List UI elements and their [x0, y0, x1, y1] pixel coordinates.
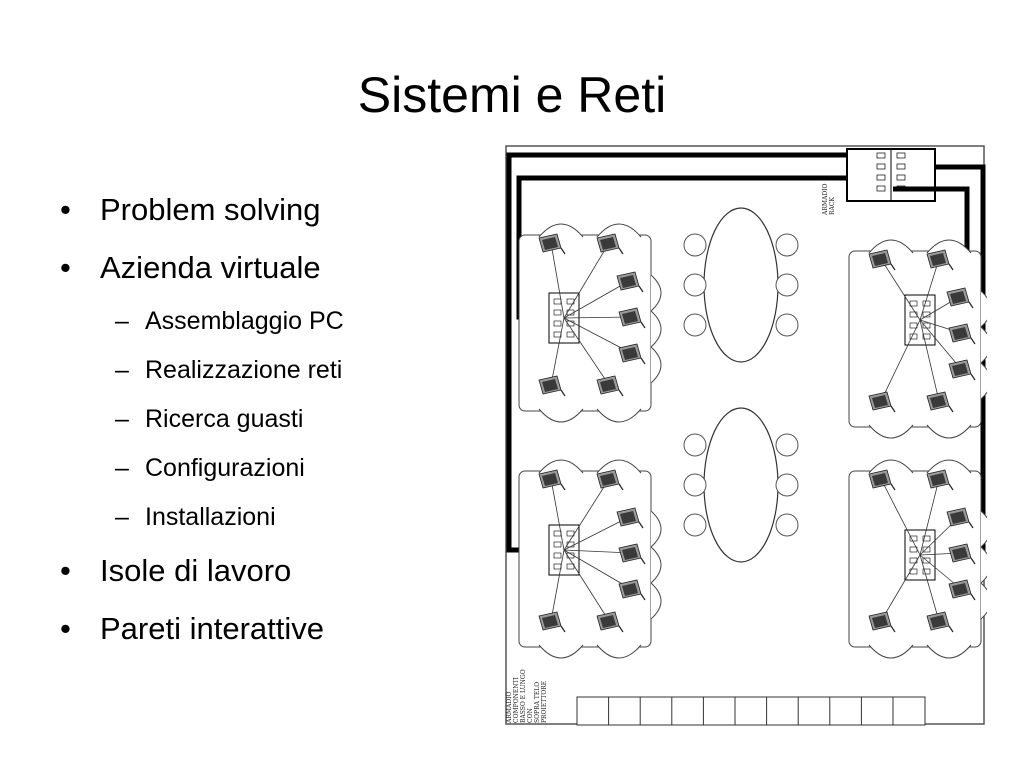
chair — [596, 644, 642, 659]
chair — [650, 346, 662, 384]
computer-icon — [538, 375, 566, 397]
cabinet-label: ARMADIO COMPONENTI BASSO E LUNGO CON SOP… — [506, 667, 548, 724]
chair — [538, 644, 584, 659]
computer-icon — [616, 507, 644, 529]
floorplan-drawing: ARMADIO RACK ARMADIO COMPONENTI BASSO E … — [505, 145, 987, 726]
chair — [980, 582, 987, 620]
chair — [538, 223, 584, 238]
rack-label: ARMADIO RACK — [822, 182, 836, 216]
computer-icon — [538, 611, 566, 633]
computer-icon — [618, 307, 646, 329]
computer-icon — [596, 469, 624, 491]
chair — [775, 313, 799, 337]
computer-icon — [618, 543, 646, 565]
chair — [868, 459, 914, 474]
chair — [926, 644, 972, 659]
computer-icon — [616, 271, 644, 293]
sub-bullet-assemblaggio: Assemblaggio PC — [56, 304, 476, 338]
chair — [596, 408, 642, 423]
computer-icon — [538, 469, 566, 491]
work-island — [848, 239, 987, 439]
work-island — [848, 459, 987, 659]
chair — [683, 273, 707, 297]
chair — [683, 473, 707, 497]
slide-title: Sistemi e Reti — [357, 67, 667, 123]
bullet-isole-di-lavoro: Isole di lavoro — [56, 549, 476, 593]
computer-icon — [926, 391, 954, 413]
work-island — [518, 223, 662, 423]
chair — [650, 274, 662, 312]
computer-icon — [926, 249, 954, 271]
chair — [980, 362, 987, 400]
chair — [538, 408, 584, 423]
chair — [683, 233, 707, 257]
computer-icon — [618, 343, 646, 365]
sub-bullet-realizzazione-reti: Realizzazione reti — [56, 353, 476, 387]
computer-icon — [868, 611, 896, 633]
rack: ARMADIO RACK — [822, 148, 936, 216]
computer-icon — [948, 323, 976, 345]
chair — [926, 459, 972, 474]
chair — [596, 459, 642, 474]
bullet-pareti-interattive: Pareti interattive — [56, 607, 476, 651]
chair — [683, 433, 707, 457]
computer-icon — [948, 543, 976, 565]
sub-bullet-installazioni: Installazioni — [56, 500, 476, 534]
chair — [868, 424, 914, 439]
computer-icon — [596, 375, 624, 397]
computer-icon — [946, 507, 974, 529]
chair — [650, 310, 662, 348]
chair — [775, 433, 799, 457]
chair — [868, 644, 914, 659]
components-cabinet: ARMADIO COMPONENTI BASSO E LUNGO CON SOP… — [506, 667, 926, 726]
chair — [980, 290, 987, 328]
meeting-table-top — [703, 207, 779, 363]
computer-icon — [868, 469, 896, 491]
chair — [683, 513, 707, 537]
chair — [650, 546, 662, 584]
computer-icon — [926, 611, 954, 633]
computer-icon — [868, 391, 896, 413]
chair — [650, 510, 662, 548]
chair — [650, 582, 662, 620]
computer-icon — [948, 579, 976, 601]
classroom-floorplan: ARMADIO RACK ARMADIO COMPONENTI BASSO E … — [505, 145, 987, 727]
computer-icon — [868, 249, 896, 271]
chair — [596, 223, 642, 238]
work-island — [518, 459, 662, 659]
computer-icon — [946, 287, 974, 309]
computer-icon — [618, 579, 646, 601]
bullet-list: Problem solving Azienda virtuale Assembl… — [56, 188, 476, 665]
chair — [775, 273, 799, 297]
computer-icon — [926, 469, 954, 491]
bullet-azienda-virtuale: Azienda virtuale — [56, 246, 476, 290]
chair — [868, 239, 914, 254]
bullet-problem-solving: Problem solving — [56, 188, 476, 232]
chair — [683, 313, 707, 337]
meeting-table-bottom — [703, 407, 779, 563]
computer-icon — [538, 233, 566, 255]
chair — [980, 510, 987, 548]
chair — [538, 459, 584, 474]
sub-bullet-configurazioni: Configurazioni — [56, 451, 476, 485]
computer-icon — [596, 233, 624, 255]
chair — [775, 513, 799, 537]
chair — [980, 326, 987, 364]
computer-icon — [596, 611, 624, 633]
chair — [926, 239, 972, 254]
chair — [980, 546, 987, 584]
chair — [775, 473, 799, 497]
chair — [775, 233, 799, 257]
computer-icon — [948, 359, 976, 381]
chair — [926, 424, 972, 439]
sub-bullet-ricerca-guasti: Ricerca guasti — [56, 402, 476, 436]
